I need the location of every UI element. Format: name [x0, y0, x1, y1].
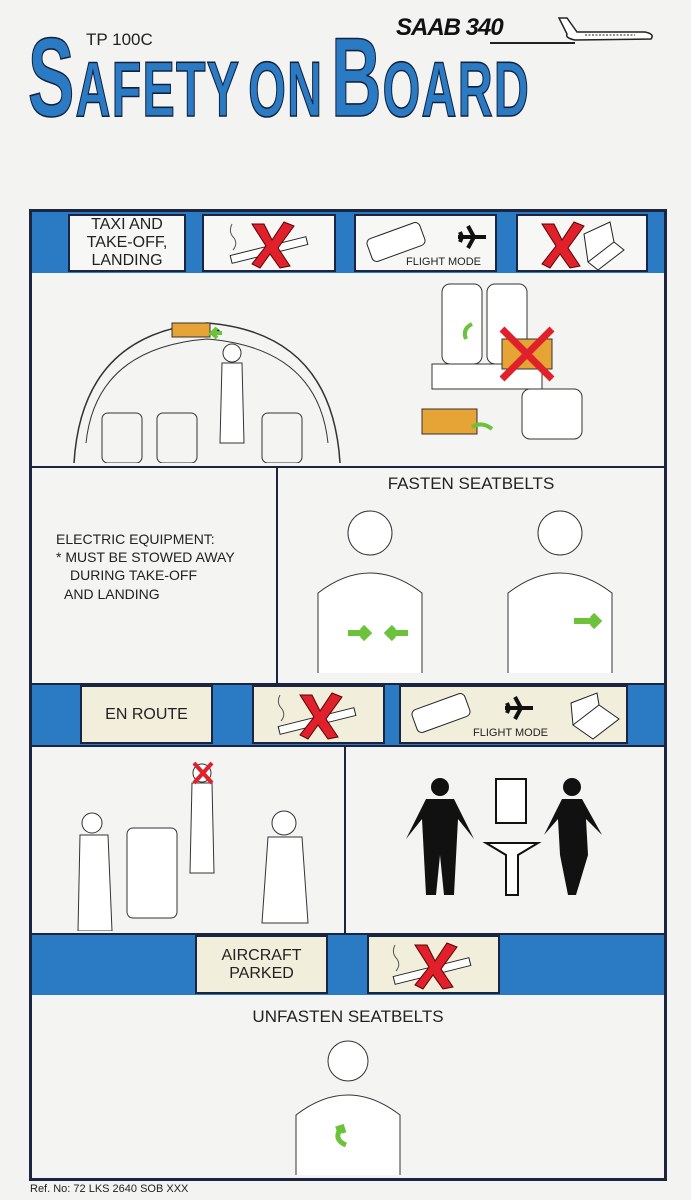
brand-underline	[490, 42, 575, 44]
cabin-aisle-illustration	[32, 745, 346, 935]
electric-line: DURING TAKE-OFF	[70, 567, 198, 584]
reference-number: Ref. No: 72 LKS 2640 SOB XXX	[30, 1183, 189, 1195]
flight-mode-box: FLIGHT MODE	[354, 214, 497, 272]
aircraft-parked-label-box: AIRCRAFT PARKED	[195, 935, 328, 994]
no-smoking-box	[252, 685, 385, 744]
title-cap-s: S	[28, 15, 76, 140]
no-laptop-box	[516, 214, 648, 272]
laptop-icon	[570, 692, 620, 740]
man-woman-lavatory-icon	[406, 778, 602, 896]
brand-logo: SAAB 340	[396, 14, 504, 41]
title-safety: AFETY	[75, 45, 241, 133]
unfasten-seatbelts-panel: UNFASTEN SEATBELTS	[32, 995, 664, 1178]
electric-line: * MUST BE STOWED AWAY	[56, 549, 235, 566]
flight-mode-label: FLIGHT MODE	[473, 727, 548, 739]
card-code: TP 100C	[86, 30, 153, 49]
electric-equipment-note: ELECTRIC EQUIPMENT: * MUST BE STOWED AWA…	[56, 530, 235, 603]
airplane-icon	[505, 696, 533, 720]
no-smoking-icon	[277, 692, 357, 740]
fasten-seatbelt-illustration	[317, 510, 613, 673]
aircraft-parked-band	[32, 933, 664, 995]
taxi-label-box: TAXI AND TAKE-OFF, LANDING	[68, 214, 186, 272]
passengers-in-cabin-illustration	[77, 761, 309, 931]
page-title: SAFETY ON BOARD	[28, 21, 531, 135]
title-on: ON	[248, 45, 324, 133]
fasten-seatbelts-heading: FASTEN SEATBELTS	[387, 474, 555, 493]
no-smoking-icon	[229, 221, 309, 269]
airplane-icon	[458, 225, 486, 249]
overhead-bin-illustration	[73, 322, 341, 463]
unfasten-seatbelts-heading: UNFASTEN SEATBELTS	[252, 1007, 444, 1026]
en-route-label-box: EN ROUTE	[80, 685, 213, 744]
title-board: OARD	[382, 45, 531, 133]
laptop-crossed-icon	[541, 221, 625, 270]
no-smoking-box	[202, 214, 336, 272]
under-seat-stowage-illustration	[421, 283, 583, 440]
safety-card-frame: TAXI AND TAKE-OFF, LANDING FLIGHT MODE E…	[29, 209, 667, 1181]
flight-mode-box: FLIGHT MODE	[399, 685, 628, 744]
unfasten-seatbelt-illustration	[295, 1040, 401, 1175]
fasten-seatbelts-panel: FASTEN SEATBELTS	[278, 468, 664, 683]
electric-equipment-panel: ELECTRIC EQUIPMENT: * MUST BE STOWED AWA…	[32, 468, 278, 683]
phone-icon	[411, 693, 471, 733]
lavatory-panel	[346, 745, 664, 935]
phone-icon	[366, 222, 426, 262]
no-smoking-icon	[392, 942, 472, 990]
title-cap-b: B	[331, 15, 383, 140]
electric-line: ELECTRIC EQUIPMENT:	[56, 531, 215, 547]
no-smoking-box	[367, 935, 500, 994]
electric-line: AND LANDING	[64, 585, 160, 602]
aircraft-icon	[557, 17, 653, 41]
stowage-illustration	[32, 273, 664, 468]
flight-mode-label: FLIGHT MODE	[406, 256, 481, 268]
